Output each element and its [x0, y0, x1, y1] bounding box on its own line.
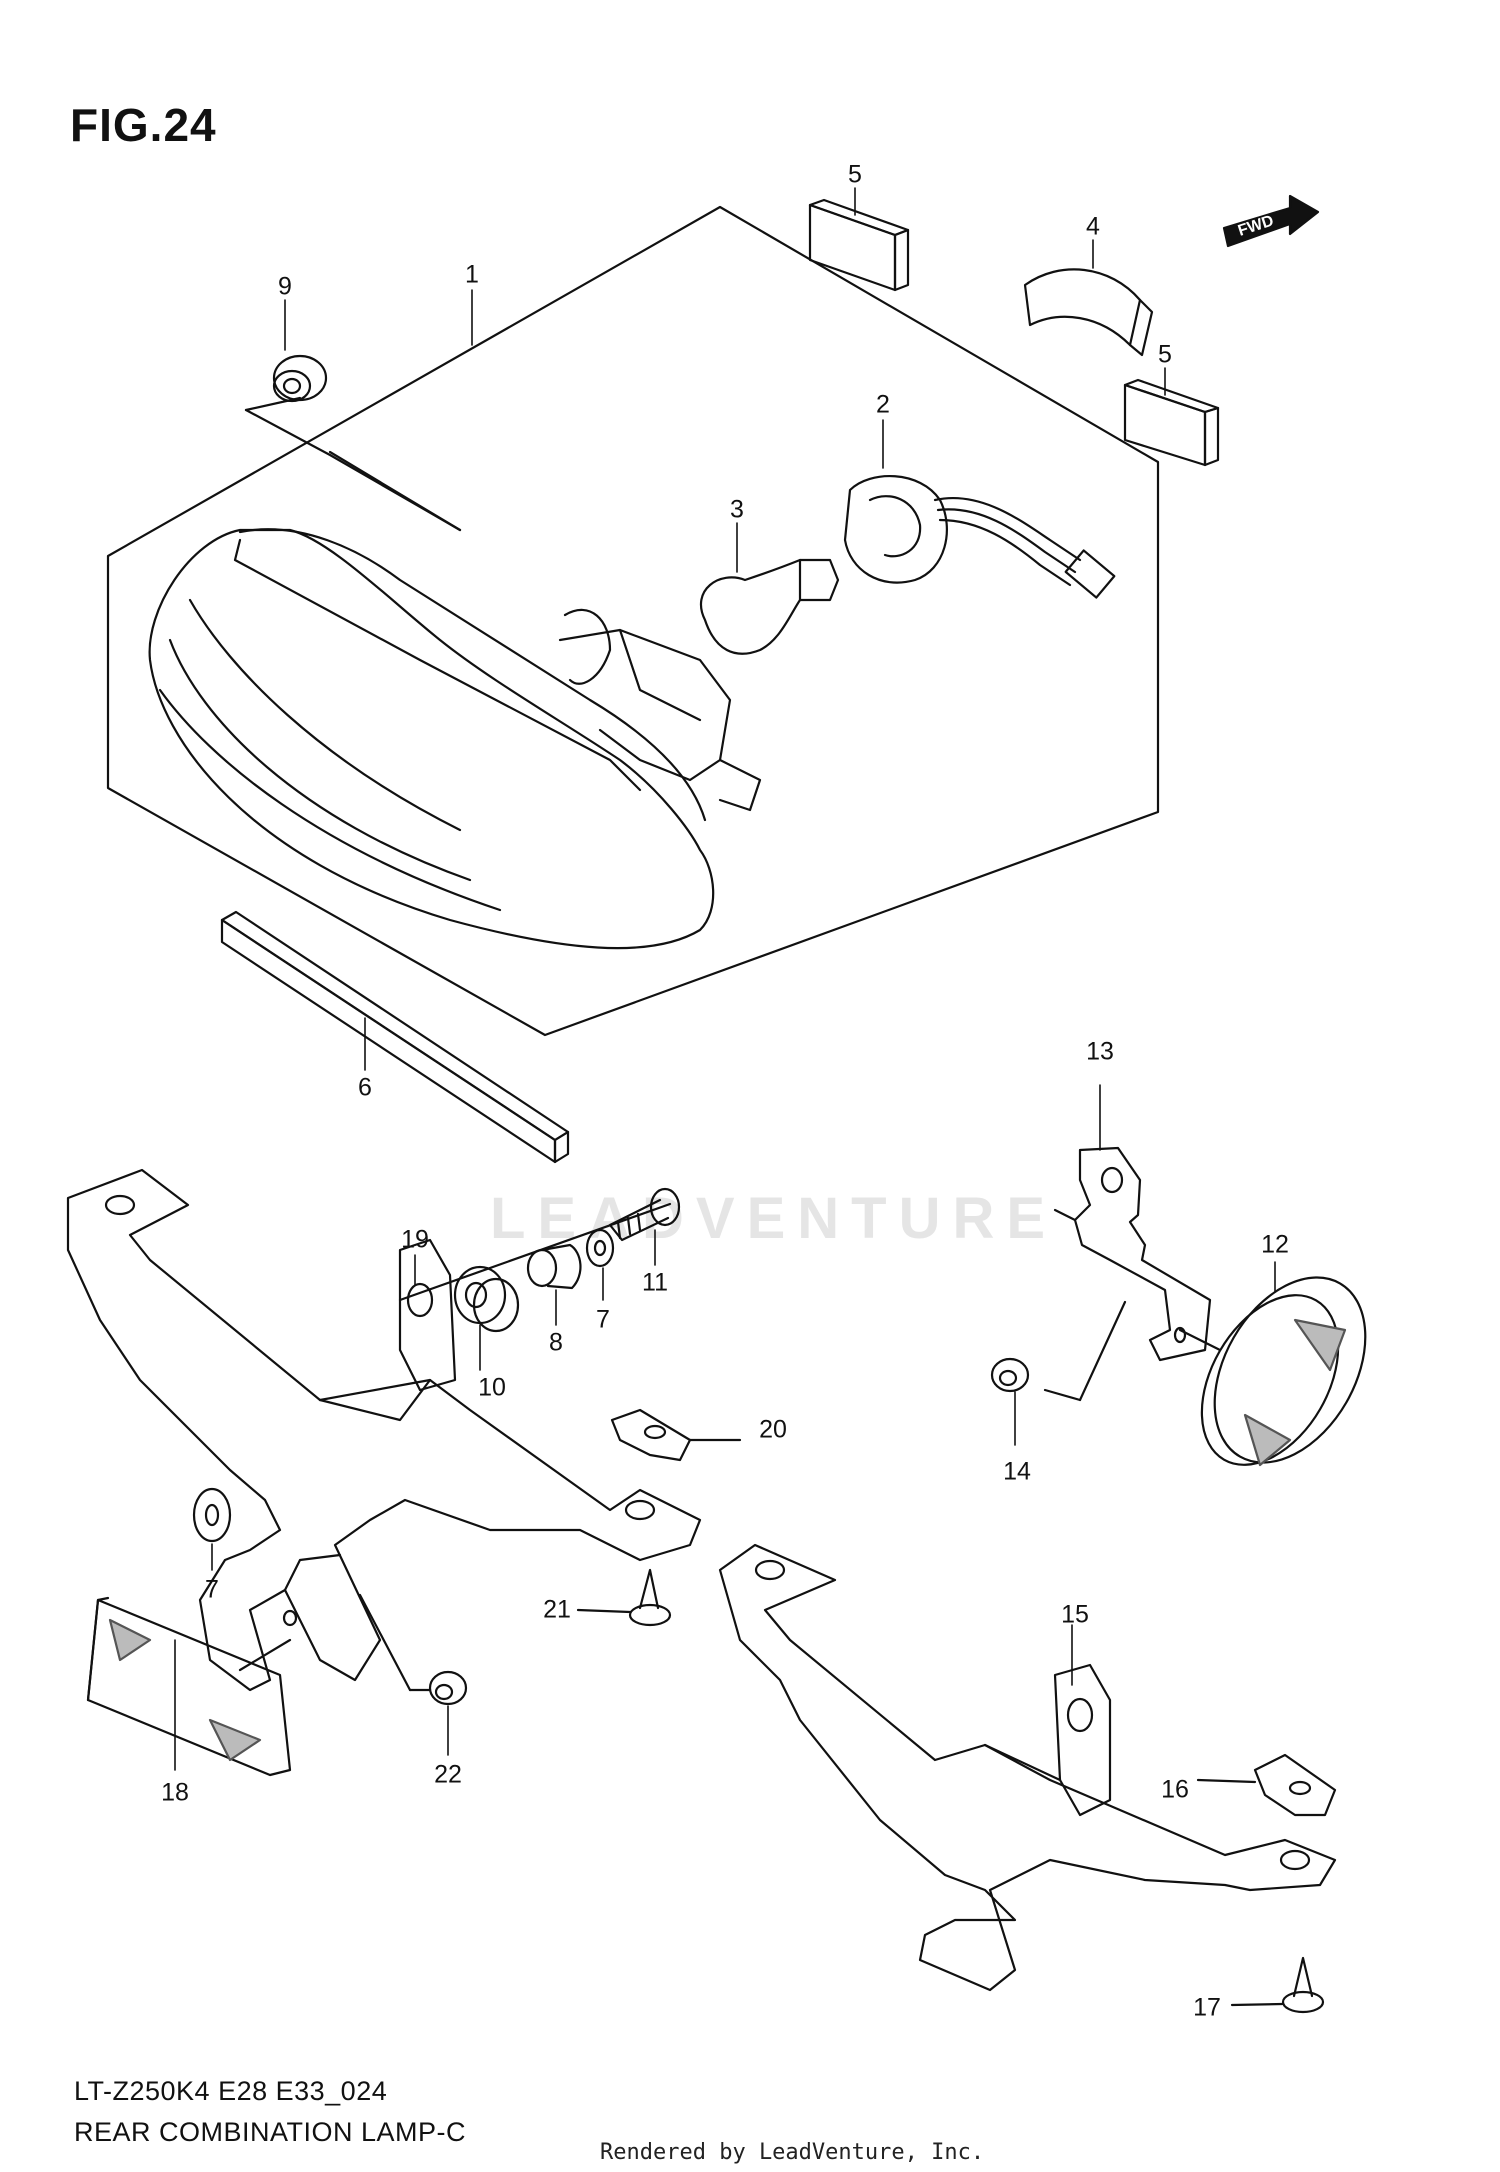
clip-16	[1253, 1753, 1337, 1817]
tail-lamp-assembly-frame	[106, 205, 1160, 1037]
callout-2: 2	[876, 390, 890, 419]
callout-10: 10	[478, 1373, 506, 1402]
nut-22	[428, 1670, 468, 1706]
leader-lines	[174, 187, 1276, 1771]
washer-7-top	[585, 1228, 615, 1268]
bracket-15	[718, 1543, 1337, 1992]
callout-1: 1	[465, 260, 479, 289]
callout-20: 20	[759, 1415, 787, 1444]
strip-6	[220, 910, 570, 1164]
callout-9: 9	[278, 272, 292, 301]
screw-17	[1281, 1956, 1325, 2014]
callout-3: 3	[730, 495, 744, 524]
callout-17: 17	[1193, 1993, 1221, 2022]
callout-16: 16	[1161, 1775, 1189, 1804]
round-reflector-12	[1200, 1276, 1367, 1467]
reflector-18	[86, 1596, 292, 1777]
watermark: LEADVENTURE	[490, 1186, 1058, 1251]
model-code: LT-Z250K4 E28 E33_024	[74, 2076, 388, 2106]
callout-14: 14	[1003, 1457, 1031, 1486]
bracket-13	[1053, 1146, 1212, 1362]
pad-5-top	[808, 198, 910, 292]
callout-19: 19	[401, 1225, 429, 1254]
callout-15: 15	[1061, 1600, 1089, 1629]
callout-5-top: 5	[848, 160, 862, 189]
callout-8: 8	[549, 1328, 563, 1357]
screw-21	[628, 1568, 672, 1627]
callout-5-right: 5	[1158, 340, 1172, 369]
bracket-main	[66, 1168, 702, 1692]
callout-7-left: 7	[205, 1575, 219, 1604]
figure-name: REAR COMBINATION LAMP-C	[74, 2117, 467, 2147]
bulb	[699, 558, 840, 655]
tail-lamp-lens	[148, 528, 762, 950]
leader-9	[244, 396, 302, 412]
bulb-socket-harness	[843, 474, 1116, 599]
fwd-arrow-icon: FWD	[1222, 194, 1320, 248]
pad-4	[1023, 268, 1154, 357]
rendered-by-credit: Rendered by LeadVenture, Inc.	[600, 2140, 985, 2165]
figure-title: FIG.24	[70, 99, 217, 151]
callout-7-top: 7	[596, 1305, 610, 1334]
pad-5-right	[1123, 378, 1220, 467]
grommet-9	[272, 354, 328, 403]
callout-12: 12	[1261, 1230, 1289, 1259]
clip-20	[610, 1408, 692, 1462]
washer-7-left	[192, 1487, 232, 1543]
callout-11: 11	[642, 1268, 668, 1297]
callout-6: 6	[358, 1073, 372, 1102]
callout-4: 4	[1086, 212, 1100, 241]
screw-11	[608, 1187, 681, 1242]
nut-14	[990, 1357, 1030, 1393]
callout-21: 21	[543, 1595, 571, 1624]
callout-22: 22	[434, 1760, 462, 1789]
callout-18: 18	[161, 1778, 189, 1807]
grommet-10	[453, 1265, 520, 1333]
callout-13: 13	[1086, 1037, 1114, 1066]
